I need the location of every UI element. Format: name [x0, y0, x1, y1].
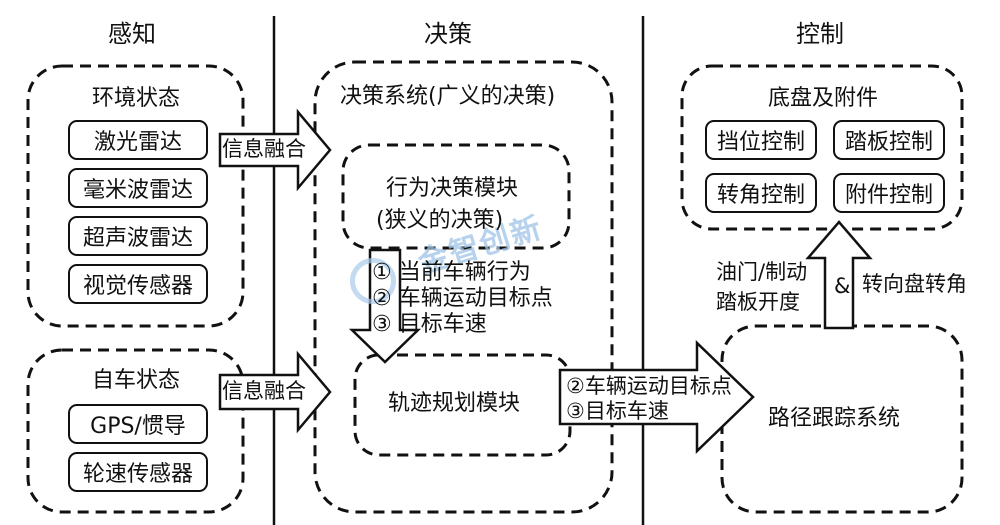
ego-state-frame [26, 348, 245, 514]
sensor-wheel-speed: 轮速传感器 [68, 452, 208, 492]
tracking-input-2: ③目标车速 [566, 399, 669, 423]
sensor-mmwave-radar: 毫米波雷达 [68, 168, 208, 208]
fusion-label-2: 信息融合 [222, 379, 306, 403]
trajectory-module-frame [353, 353, 572, 457]
behavior-module-frame [341, 143, 571, 250]
pedal-opening-line1: 油门/制动 [716, 260, 808, 284]
fusion-label-1: 信息融合 [222, 137, 306, 161]
tracking-input-1: ②车辆运动目标点 [566, 374, 732, 398]
sensor-vision: 视觉传感器 [68, 264, 208, 304]
tracking-arrow [558, 340, 755, 454]
header-control: 控制 [796, 20, 844, 48]
chassis-title: 底盘及附件 [768, 86, 879, 111]
sensor-lidar: 激光雷达 [68, 120, 208, 160]
ampersand: & [834, 274, 851, 298]
env-state-frame [26, 64, 245, 328]
control-pedal: 踏板控制 [833, 120, 945, 160]
sensor-gps-ins: GPS/惯导 [68, 404, 208, 444]
header-decision: 决策 [424, 20, 472, 48]
decision-output-2: ② 车辆运动目标点 [372, 286, 553, 311]
tracking-system-label: 路径跟踪系统 [768, 406, 901, 431]
watermark-logo-icon [350, 258, 396, 304]
fusion-arrow-1 [218, 108, 332, 192]
decision-system-frame [313, 60, 614, 514]
control-steering-angle: 转角控制 [705, 173, 817, 213]
steering-wheel-angle: 转向盘转角 [862, 272, 967, 296]
pedal-opening-line2: 踏板开度 [716, 290, 800, 314]
down-arrow [348, 248, 422, 364]
control-accessory: 附件控制 [833, 173, 945, 213]
trajectory-module-label: 轨迹规划模块 [388, 391, 521, 416]
env-state-title: 环境状态 [92, 86, 181, 111]
decision-system-title: 决策系统(广义的决策) [340, 84, 556, 109]
sensor-ultrasonic-radar: 超声波雷达 [68, 216, 208, 256]
ego-state-title: 自车状态 [92, 368, 181, 393]
control-gear: 挡位控制 [705, 120, 817, 160]
decision-output-3: ③ 目标车速 [372, 312, 487, 337]
chassis-frame [680, 64, 964, 231]
behavior-module-line2: (狭义的决策) [376, 208, 504, 233]
fusion-arrow-2 [218, 350, 332, 434]
behavior-module-line1: 行为决策模块 [386, 176, 519, 201]
up-arrow [805, 220, 873, 330]
decision-output-1: ① 当前车辆行为 [372, 260, 531, 285]
header-perception: 感知 [108, 20, 156, 48]
